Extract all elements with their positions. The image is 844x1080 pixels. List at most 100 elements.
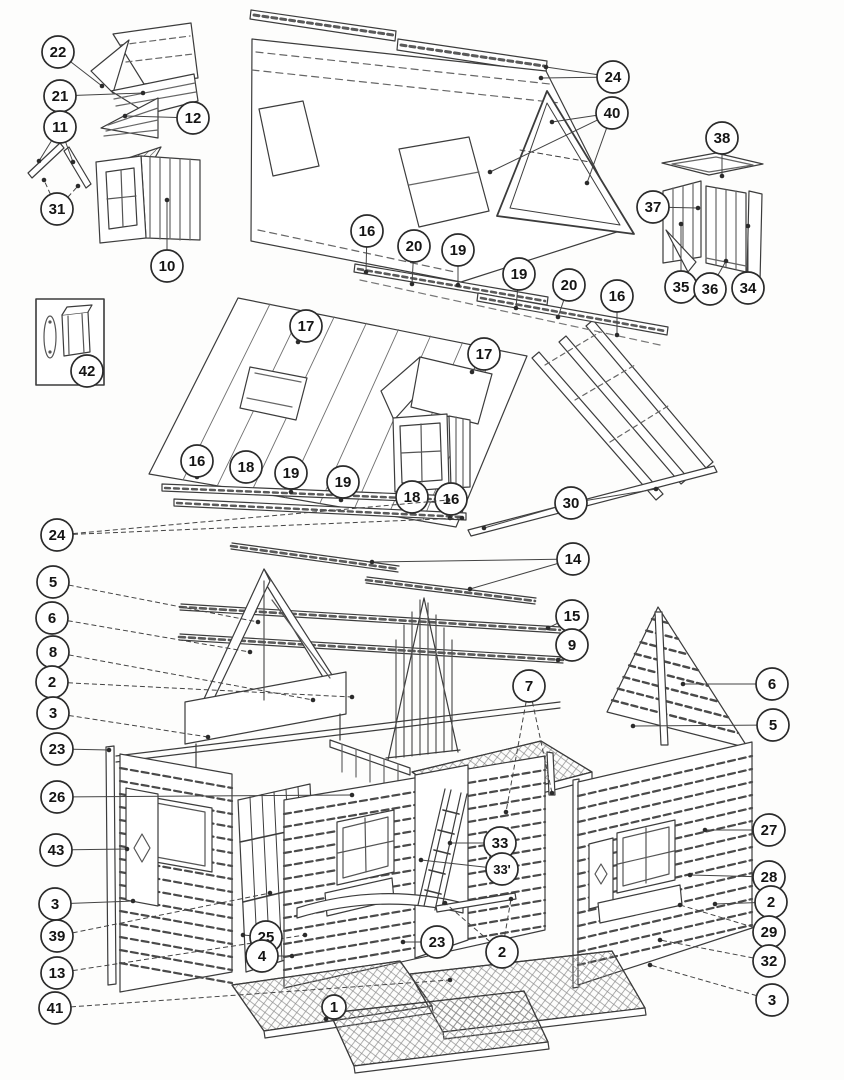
callout-12: 12 xyxy=(122,101,210,135)
callout-41: 41 xyxy=(38,977,453,1025)
svg-text:36: 36 xyxy=(702,281,719,298)
svg-text:28: 28 xyxy=(761,869,778,886)
part-roof-skylight-opening xyxy=(239,366,308,421)
callout-37: 37 xyxy=(636,190,701,224)
svg-text:4: 4 xyxy=(258,948,267,965)
callout-19: 19 xyxy=(502,257,536,311)
callout-6: 6 xyxy=(35,601,253,655)
part-front-window xyxy=(336,809,395,886)
callout-24: 24 xyxy=(538,60,630,94)
svg-text:30: 30 xyxy=(563,495,580,512)
callout-16: 16 xyxy=(434,482,468,521)
svg-text:8: 8 xyxy=(49,644,57,661)
svg-text:17: 17 xyxy=(476,346,493,363)
callout-7: 7 xyxy=(503,669,555,815)
svg-text:17: 17 xyxy=(298,318,315,335)
svg-text:19: 19 xyxy=(335,474,352,491)
part-eave-battens-left xyxy=(161,483,467,521)
callout-38: 38 xyxy=(705,121,739,179)
svg-text:33: 33 xyxy=(492,835,509,852)
svg-text:16: 16 xyxy=(609,288,626,305)
svg-text:3: 3 xyxy=(51,896,59,913)
svg-text:5: 5 xyxy=(769,717,777,734)
callout-18: 18 xyxy=(395,480,429,514)
part-gable-sticks xyxy=(27,142,92,189)
svg-text:2: 2 xyxy=(498,944,506,961)
svg-text:6: 6 xyxy=(48,610,56,627)
svg-text:33': 33' xyxy=(493,862,511,877)
svg-text:3: 3 xyxy=(768,992,776,1009)
callout-14: 14 xyxy=(369,542,590,592)
callout-3: 3 xyxy=(38,887,136,921)
callout-32: 32 xyxy=(657,937,786,978)
callout-23: 23 xyxy=(40,732,112,766)
part-floor-panel-porch xyxy=(329,990,550,1074)
callout-2: 2 xyxy=(712,885,788,919)
svg-text:20: 20 xyxy=(406,238,423,255)
callout-34: 34 xyxy=(731,223,765,305)
callout-33: 33 xyxy=(447,826,517,860)
svg-text:42: 42 xyxy=(79,363,96,380)
svg-text:2: 2 xyxy=(48,674,56,691)
callout-10: 10 xyxy=(150,197,184,283)
svg-text:23: 23 xyxy=(429,934,446,951)
svg-text:26: 26 xyxy=(49,789,66,806)
part-corner-post-left xyxy=(105,745,117,986)
svg-text:39: 39 xyxy=(49,928,66,945)
svg-text:19: 19 xyxy=(283,465,300,482)
callout-9: 9 xyxy=(555,628,589,663)
svg-text:24: 24 xyxy=(49,527,66,544)
callout-20: 20 xyxy=(552,268,586,320)
callout-23: 23 xyxy=(400,925,454,959)
svg-text:3: 3 xyxy=(49,705,57,722)
part-ridge-cap-bars xyxy=(249,9,548,74)
svg-text:11: 11 xyxy=(52,119,68,136)
svg-text:1: 1 xyxy=(330,999,338,1016)
svg-text:7: 7 xyxy=(525,678,533,695)
svg-text:12: 12 xyxy=(185,110,202,127)
svg-text:37: 37 xyxy=(645,199,662,216)
callout-43: 43 xyxy=(39,833,130,867)
svg-text:6: 6 xyxy=(768,676,776,693)
svg-text:14: 14 xyxy=(565,551,582,568)
callout-42: 42 xyxy=(70,354,104,388)
callout-18: 18 xyxy=(229,450,263,484)
callout-2: 2 xyxy=(442,896,519,969)
part-left-wall-window xyxy=(125,787,213,907)
callout-15: 15 xyxy=(545,599,589,633)
svg-text:20: 20 xyxy=(561,277,578,294)
part-purlin-bars xyxy=(177,542,565,664)
callout-5: 5 xyxy=(36,565,261,625)
right-gable-plank-lines xyxy=(610,617,740,735)
callout-19: 19 xyxy=(274,456,308,495)
svg-text:10: 10 xyxy=(159,258,176,275)
part-right-wall-window xyxy=(588,819,683,924)
part-chimney-assembly xyxy=(661,152,764,283)
callout-31: 31 xyxy=(40,177,81,226)
callout-5: 5 xyxy=(630,708,790,742)
callout-16: 16 xyxy=(180,444,214,480)
svg-text:5: 5 xyxy=(49,574,57,591)
callout-17: 17 xyxy=(289,309,323,345)
callout-30: 30 xyxy=(481,486,659,531)
svg-text:27: 27 xyxy=(761,822,778,839)
callout-24: 24 xyxy=(40,497,465,552)
callout-27: 27 xyxy=(702,813,786,847)
callout-8: 8 xyxy=(36,635,316,703)
svg-text:43: 43 xyxy=(48,842,65,859)
callout-3: 3 xyxy=(36,696,211,740)
svg-text:15: 15 xyxy=(564,608,581,625)
svg-text:2: 2 xyxy=(767,894,775,911)
callout-39: 39 xyxy=(40,890,273,953)
callout-21: 21 xyxy=(43,79,146,113)
part-flower-box xyxy=(296,877,464,919)
svg-text:29: 29 xyxy=(761,924,778,941)
callout-16: 16 xyxy=(600,279,634,338)
svg-text:23: 23 xyxy=(49,741,66,758)
svg-text:16: 16 xyxy=(359,223,376,240)
svg-text:22: 22 xyxy=(50,44,67,61)
part-right-gable-stud xyxy=(654,611,669,746)
callout-20: 20 xyxy=(397,229,431,287)
